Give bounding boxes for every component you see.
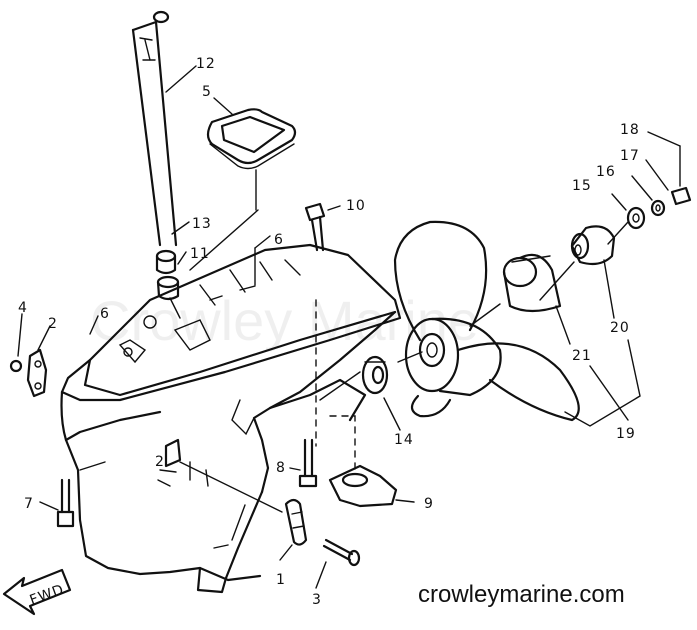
callout-14: 14 [394, 432, 414, 448]
callout-16: 16 [596, 164, 616, 180]
callout-1: 1 [276, 572, 286, 588]
callout-2b: 2 [155, 454, 165, 470]
prop-nut [650, 199, 666, 217]
spacer [502, 253, 562, 313]
bolt-4 [9, 359, 23, 373]
trim-tab [328, 464, 398, 508]
forward-direction-arrow: FWD [2, 568, 72, 616]
callout-15: 15 [572, 178, 592, 194]
callout-6b: 6 [274, 232, 284, 248]
callout-20: 20 [610, 320, 630, 336]
callout-9: 9 [424, 496, 434, 512]
callout-3: 3 [312, 592, 322, 608]
gasket [206, 108, 297, 170]
anode-plate [284, 498, 308, 546]
callout-21: 21 [572, 348, 592, 364]
callout-8: 8 [276, 460, 286, 476]
cotter-pin [670, 186, 692, 206]
leader-lines [17, 65, 681, 589]
plate-2-lower [157, 438, 182, 487]
bolt-10 [304, 202, 326, 252]
plate-2-upper [26, 348, 48, 398]
callout-2a: 2 [48, 316, 58, 332]
callout-11: 11 [190, 246, 210, 262]
bolt-7 [56, 478, 75, 528]
propeller [393, 220, 580, 422]
callout-17: 17 [620, 148, 640, 164]
callout-labels: 1 2 2 3 4 5 6 6 7 8 9 10 11 12 13 14 15 … [18, 56, 640, 608]
callout-5: 5 [202, 84, 212, 100]
callout-10: 10 [346, 198, 366, 214]
rod-grommet [155, 249, 177, 275]
washer [626, 206, 646, 230]
screw-3 [322, 538, 361, 567]
bolt-8 [298, 438, 318, 488]
prop-spacer [570, 225, 616, 266]
callout-7: 7 [24, 496, 34, 512]
shift-rod [131, 10, 178, 247]
callout-13: 13 [192, 216, 212, 232]
thrust-washer [361, 355, 389, 395]
callout-6a: 6 [100, 306, 110, 322]
site-url: crowleymarine.com [418, 581, 625, 608]
callout-4: 4 [18, 300, 28, 316]
fwd-label: FWD [28, 582, 67, 609]
callout-12: 12 [196, 56, 216, 72]
watermark: Crowley Marine [90, 289, 479, 352]
callout-18: 18 [620, 122, 640, 138]
callout-19: 19 [616, 426, 636, 442]
